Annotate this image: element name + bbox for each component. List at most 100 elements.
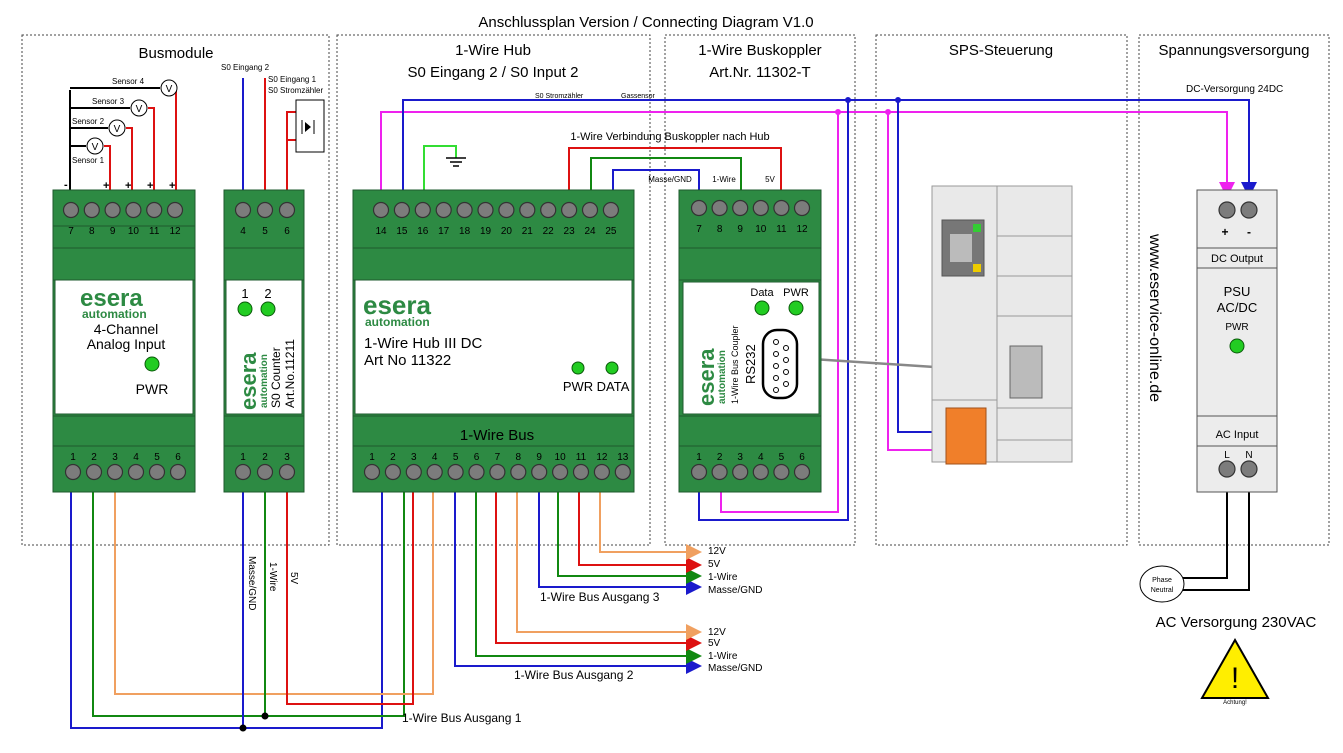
hub-bot-terminal-5[interactable] — [447, 463, 464, 481]
counter-bot-terminal-3[interactable] — [278, 463, 296, 481]
optocoupler-symbol — [295, 99, 325, 153]
hub-top-terminal-label-20: 20 — [501, 226, 513, 237]
counter-top-terminal-label-6: 6 — [284, 226, 290, 237]
coupler-top-terminal-11[interactable] — [773, 199, 790, 217]
coupler-top-terminal-9[interactable] — [732, 199, 749, 217]
analog-top-terminal-8[interactable] — [83, 201, 100, 219]
coupler-data-led — [754, 300, 770, 316]
hub-top-terminal-19[interactable] — [477, 201, 494, 219]
analog-top-terminal-10[interactable] — [125, 201, 142, 219]
hub-top-terminal-15[interactable] — [393, 201, 410, 219]
coupler-bot-terminal-4[interactable] — [752, 463, 769, 481]
counter-bot-terminal-label-3: 3 — [284, 452, 290, 463]
hub-bot-terminal-2[interactable] — [384, 463, 401, 481]
hub-brand-sub: automation — [365, 315, 430, 329]
hub-top-terminal-22[interactable] — [540, 201, 557, 219]
psu-terminal-n[interactable] — [1240, 460, 1258, 478]
analog-top-terminal-7[interactable] — [62, 201, 80, 219]
psu-title-1: PSU — [1224, 284, 1251, 299]
counter-top-terminal-6[interactable] — [278, 201, 296, 219]
analog-bot-terminal-2[interactable] — [85, 463, 103, 481]
hub-connection-5v: 5V — [765, 175, 775, 184]
hub-top-terminal-18[interactable] — [456, 201, 473, 219]
analog-top-terminal-label-10: 10 — [128, 226, 140, 237]
hub-bot-terminal-7[interactable] — [489, 463, 506, 481]
counter-led2-label: 2 — [264, 286, 271, 301]
hub-top-terminal-25[interactable] — [602, 201, 620, 219]
analog-bot-terminal-label-2: 2 — [91, 452, 97, 463]
coupler-bot-terminal-2[interactable] — [711, 463, 728, 481]
hub-bot-terminal-12[interactable] — [593, 463, 611, 481]
hub-bot-terminal-10[interactable] — [551, 463, 569, 481]
hub-bot-terminal-label-4: 4 — [432, 452, 438, 463]
analog-top-terminal-12[interactable] — [166, 201, 184, 219]
hub-bot-terminal-6[interactable] — [468, 463, 485, 481]
sps-power-terminal[interactable] — [945, 407, 987, 465]
mains-ellipse — [1139, 565, 1185, 603]
section-hub — [336, 34, 651, 546]
coupler-bot-terminal-3[interactable] — [732, 463, 749, 481]
coupler-top-terminal-12[interactable] — [793, 199, 811, 217]
hub-bot-terminal-label-6: 6 — [474, 452, 480, 463]
hub-bot-terminal-9[interactable] — [531, 463, 548, 481]
coupler-bot-terminal-1[interactable] — [690, 463, 708, 481]
hub-top-terminal-23[interactable] — [560, 201, 578, 219]
coupler-bot-terminal-label-6: 6 — [799, 452, 805, 463]
hub-bot-terminal-3[interactable] — [405, 463, 422, 481]
counter-brand: esera — [236, 352, 261, 410]
psu-terminal-plus[interactable] — [1218, 201, 1236, 219]
coupler-top-terminal-7[interactable] — [690, 199, 708, 217]
coupler-top-terminal-8[interactable] — [711, 199, 728, 217]
sps-serial-port[interactable] — [1009, 345, 1043, 399]
analog-bot-terminal-3[interactable] — [106, 463, 124, 481]
analog-bot-terminal-6[interactable] — [169, 463, 187, 481]
analog-title-1: 4-Channel — [94, 321, 159, 337]
hub-top-terminal-17[interactable] — [435, 201, 452, 219]
sensor-3-label: Sensor 3 — [92, 97, 125, 106]
polarity-plus-3: + — [147, 180, 153, 192]
counter-bot-terminal-label-2: 2 — [262, 452, 268, 463]
psu-terminal-l[interactable] — [1218, 460, 1236, 478]
out3-1wire: 1-Wire — [708, 572, 738, 583]
hub-bot-terminal-label-7: 7 — [495, 452, 501, 463]
hub-bot-terminal-4[interactable] — [426, 463, 443, 481]
coupler-top-terminal-10[interactable] — [752, 199, 769, 217]
coupler-bot-terminal-5[interactable] — [773, 463, 790, 481]
hub-top-terminal-14[interactable] — [372, 201, 390, 219]
counter-wire-5v-label: 5V — [288, 572, 299, 585]
hub-top-terminal-24[interactable] — [581, 201, 599, 219]
out2-1wire: 1-Wire — [708, 651, 738, 662]
mains-neutral-label: Neutral — [1151, 587, 1174, 594]
sensor-1-symbol: V — [92, 142, 99, 153]
analog-top-terminal-11[interactable] — [146, 201, 163, 219]
sensor-2-symbol: V — [114, 124, 121, 135]
counter-wire-1wire-label: 1-Wire — [267, 562, 278, 592]
analog-top-terminal-9[interactable] — [104, 201, 121, 219]
counter-bot-terminal-label-1: 1 — [240, 452, 246, 463]
hub-bot-terminal-8[interactable] — [510, 463, 527, 481]
analog-bot-terminal-5[interactable] — [148, 463, 166, 481]
hub-bot-terminal-1[interactable] — [363, 463, 381, 481]
counter-top-terminal-5[interactable] — [256, 201, 274, 219]
counter-top-terminal-4[interactable] — [234, 201, 252, 219]
out3-gnd: Masse/GND — [708, 585, 762, 596]
counter-bot-terminal-1[interactable] — [234, 463, 252, 481]
hub-bot-terminal-11[interactable] — [572, 463, 590, 481]
analog-bot-terminal-label-3: 3 — [112, 452, 118, 463]
coupler-top-terminal-label-12: 12 — [796, 224, 808, 235]
coupler-bot-terminal-6[interactable] — [793, 463, 811, 481]
rs232-port[interactable] — [761, 328, 799, 400]
hub-top-terminal-20[interactable] — [498, 201, 515, 219]
analog-brand-sub: automation — [82, 307, 147, 321]
analog-bot-terminal-4[interactable] — [127, 463, 145, 481]
website-label[interactable]: www.eservice-online.de — [1146, 233, 1163, 402]
ethernet-port[interactable] — [941, 219, 985, 277]
hub-bot-terminal-13[interactable] — [614, 463, 631, 481]
analog-bot-terminal-1[interactable] — [64, 463, 82, 481]
psu-terminal-minus[interactable] — [1240, 201, 1258, 219]
counter-bot-terminal-2[interactable] — [256, 463, 274, 481]
hub-top-terminal-16[interactable] — [414, 201, 431, 219]
psu-ac-input-label: AC Input — [1216, 429, 1259, 441]
hub-top-terminal-21[interactable] — [519, 201, 536, 219]
